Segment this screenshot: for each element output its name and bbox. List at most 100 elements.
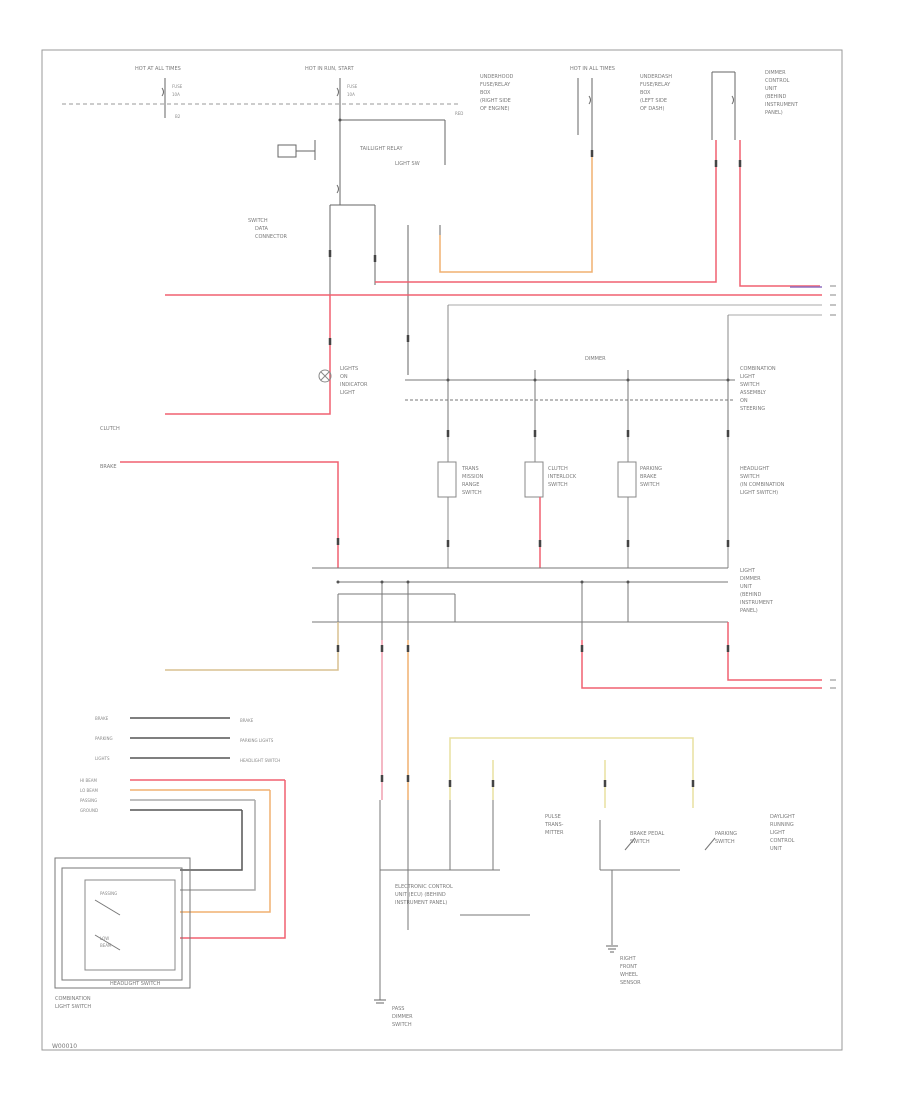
- splice-dots: [336, 118, 730, 584]
- svg-text:GROUND: GROUND: [80, 808, 98, 813]
- svg-text:HOT IN ALL TIMES: HOT IN ALL TIMES: [570, 66, 615, 72]
- svg-text:INTERLOCK: INTERLOCK: [548, 474, 577, 480]
- components-row: [437, 440, 729, 568]
- svg-text:OF DASH): OF DASH): [640, 106, 665, 112]
- svg-text:MISSION: MISSION: [462, 474, 484, 480]
- svg-text:BRAKE PEDAL: BRAKE PEDAL: [630, 831, 665, 837]
- svg-text:BRAKE: BRAKE: [240, 718, 254, 723]
- lamp-label: LIGHTS: [340, 366, 358, 372]
- svg-text:COMBINATION: COMBINATION: [55, 996, 91, 1002]
- svg-text:10A: 10A: [172, 92, 180, 97]
- svg-text:SENSOR: SENSOR: [620, 980, 641, 986]
- wire-end-marks: [830, 285, 836, 689]
- svg-text:UNIT: UNIT: [765, 86, 778, 92]
- svg-text:CONTROL: CONTROL: [770, 838, 795, 844]
- svg-text:SWITCH: SWITCH: [630, 839, 650, 845]
- svg-text:(LEFT SIDE: (LEFT SIDE: [640, 98, 667, 104]
- svg-text:LO BEAM: LO BEAM: [80, 788, 99, 793]
- svg-text:INSTRUMENT PANEL): INSTRUMENT PANEL): [395, 900, 447, 906]
- svg-text:SWITCH: SWITCH: [715, 839, 735, 845]
- svg-text:BOX: BOX: [640, 90, 651, 96]
- lower-bus: [312, 567, 728, 640]
- svg-text:DATA: DATA: [255, 226, 268, 232]
- svg-text:CONNECTOR: CONNECTOR: [255, 234, 288, 240]
- svg-text:PANEL): PANEL): [740, 608, 758, 614]
- svg-text:UNIT (ECU) (BEHIND: UNIT (ECU) (BEHIND: [395, 892, 446, 898]
- svg-text:HEADLIGHT SWITCH: HEADLIGHT SWITCH: [240, 758, 280, 763]
- dimmer-bus: [405, 370, 735, 440]
- svg-text:(BEHIND: (BEHIND: [765, 94, 787, 100]
- svg-text:LIGHT SWITCH: LIGHT SWITCH: [55, 1004, 91, 1010]
- connector-ticks: [328, 150, 742, 787]
- svg-text:10A: 10A: [347, 92, 355, 97]
- svg-text:INSTRUMENT: INSTRUMENT: [765, 102, 799, 108]
- svg-text:FUSE/RELAY: FUSE/RELAY: [480, 82, 511, 88]
- svg-text:(IN COMBINATION: (IN COMBINATION: [740, 482, 785, 488]
- svg-text:TRANS: TRANS: [461, 466, 479, 472]
- svg-text:DIMMER: DIMMER: [740, 576, 761, 582]
- svg-text:LIGHT: LIGHT: [740, 568, 756, 574]
- svg-text:STEERING: STEERING: [740, 406, 765, 412]
- svg-text:INDICATOR: INDICATOR: [340, 382, 368, 388]
- svg-text:DIMMER: DIMMER: [392, 1014, 413, 1020]
- diagram-border: [41, 49, 843, 1051]
- svg-text:FUSE: FUSE: [347, 84, 358, 89]
- svg-text:BRAKE: BRAKE: [95, 716, 109, 721]
- svg-text:LIGHT: LIGHT: [770, 830, 786, 836]
- svg-text:LIGHT: LIGHT: [340, 390, 356, 396]
- svg-text:BOX: BOX: [480, 90, 491, 96]
- svg-text:HEADLIGHT: HEADLIGHT: [740, 466, 770, 472]
- svg-text:WHEEL: WHEEL: [620, 972, 638, 978]
- svg-text:FRONT: FRONT: [620, 964, 638, 970]
- svg-text:FUSE/RELAY: FUSE/RELAY: [640, 82, 671, 88]
- bottom-right-structure: [379, 800, 716, 1000]
- svg-text:LOW: LOW: [100, 936, 109, 941]
- diagram-code: W00010: [52, 1043, 78, 1050]
- bottom-right-labels: ELECTRONIC CONTROL UNIT (ECU) (BEHIND IN…: [392, 814, 796, 1028]
- svg-text:DAYLIGHT: DAYLIGHT: [770, 814, 796, 820]
- bottom-right-wires: [449, 737, 694, 808]
- svg-text:RUNNING: RUNNING: [770, 822, 794, 828]
- svg-text:(RIGHT SIDE: (RIGHT SIDE: [480, 98, 511, 104]
- lamp-symbol: [318, 369, 332, 383]
- svg-text:PARKING: PARKING: [640, 466, 662, 472]
- svg-text:SWITCH: SWITCH: [548, 482, 568, 488]
- svg-text:ON: ON: [740, 398, 748, 404]
- svg-text:CLUTCH: CLUTCH: [548, 466, 568, 472]
- svg-text:PULSE: PULSE: [545, 814, 561, 820]
- svg-text:UNIT: UNIT: [770, 846, 783, 852]
- svg-text:BRAKE: BRAKE: [100, 464, 117, 470]
- svg-text:HI BEAM: HI BEAM: [80, 778, 97, 783]
- svg-text:HEADLIGHT SWITCH: HEADLIGHT SWITCH: [110, 981, 161, 987]
- svg-text:SWITCH: SWITCH: [740, 474, 760, 480]
- svg-text:SWITCH: SWITCH: [740, 382, 760, 388]
- bottom-left-wires: [130, 717, 286, 939]
- svg-text:BRAKE: BRAKE: [640, 474, 657, 480]
- svg-text:BEAM: BEAM: [100, 943, 112, 948]
- svg-text:COMBINATION: COMBINATION: [740, 366, 776, 372]
- svg-text:ELECTRONIC CONTROL: ELECTRONIC CONTROL: [395, 884, 453, 890]
- svg-text:HOT AT ALL TIMES: HOT AT ALL TIMES: [135, 66, 181, 72]
- svg-text:SWITCH: SWITCH: [248, 218, 268, 224]
- svg-text:CONTROL: CONTROL: [765, 78, 790, 84]
- main-wires: [120, 294, 822, 568]
- svg-text:OF ENGINE): OF ENGINE): [480, 106, 510, 112]
- svg-text:TRANS-: TRANS-: [544, 822, 564, 828]
- svg-text:DIMMER: DIMMER: [765, 70, 786, 76]
- svg-text:RIGHT: RIGHT: [620, 956, 637, 962]
- svg-text:MITTER: MITTER: [545, 830, 564, 836]
- svg-text:SWITCH: SWITCH: [392, 1022, 412, 1028]
- svg-text:LIGHTS: LIGHTS: [95, 756, 110, 761]
- svg-text:LIGHT SW: LIGHT SW: [395, 161, 420, 167]
- svg-text:SWITCH: SWITCH: [462, 490, 482, 496]
- top-colored-wires: [375, 140, 822, 288]
- bottom-left-labels: BRAKE PARKING LIGHTS BRAKE PARKING LIGHT…: [80, 426, 280, 813]
- lower-wires: [165, 622, 822, 800]
- svg-text:CLUTCH: CLUTCH: [100, 426, 120, 432]
- svg-text:INSTRUMENT: INSTRUMENT: [740, 600, 774, 606]
- combination-switch-labels: COMBINATION LIGHT SWITCH HEADLIGHT SWITC…: [55, 891, 161, 1010]
- power-feeds: [62, 71, 736, 375]
- svg-text:ASSEMBLY: ASSEMBLY: [740, 390, 767, 396]
- svg-text:ON: ON: [340, 374, 348, 380]
